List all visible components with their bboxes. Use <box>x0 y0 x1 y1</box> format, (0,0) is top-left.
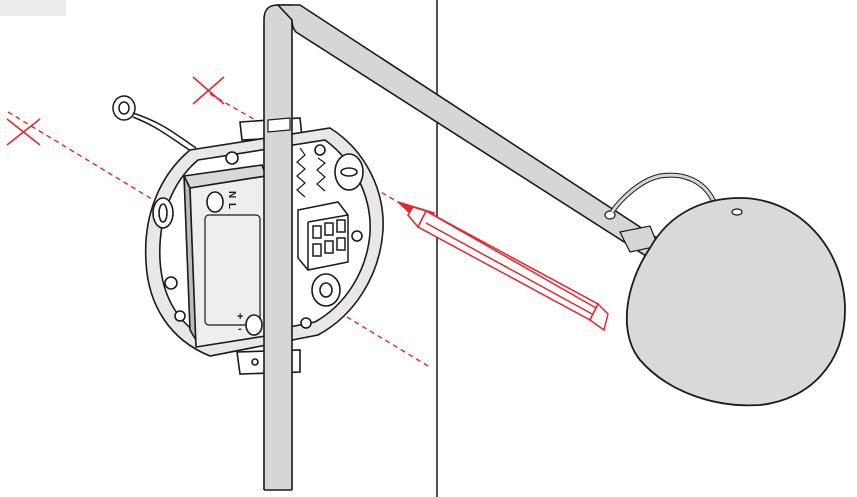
driver-unit <box>182 164 273 348</box>
terminal-label-minus: - <box>238 323 242 335</box>
corner-tab <box>0 0 66 16</box>
terminal-block <box>297 201 349 271</box>
lamp-shade <box>625 197 846 407</box>
terminal-label-plus: + <box>237 311 243 323</box>
cross-mark-icon <box>192 76 225 105</box>
terminal-label-l: L <box>226 203 237 209</box>
terminal-label-n: N <box>226 191 237 198</box>
pencil-icon <box>397 201 609 332</box>
wire-loop <box>112 95 197 154</box>
cross-mark-icon <box>6 118 41 146</box>
